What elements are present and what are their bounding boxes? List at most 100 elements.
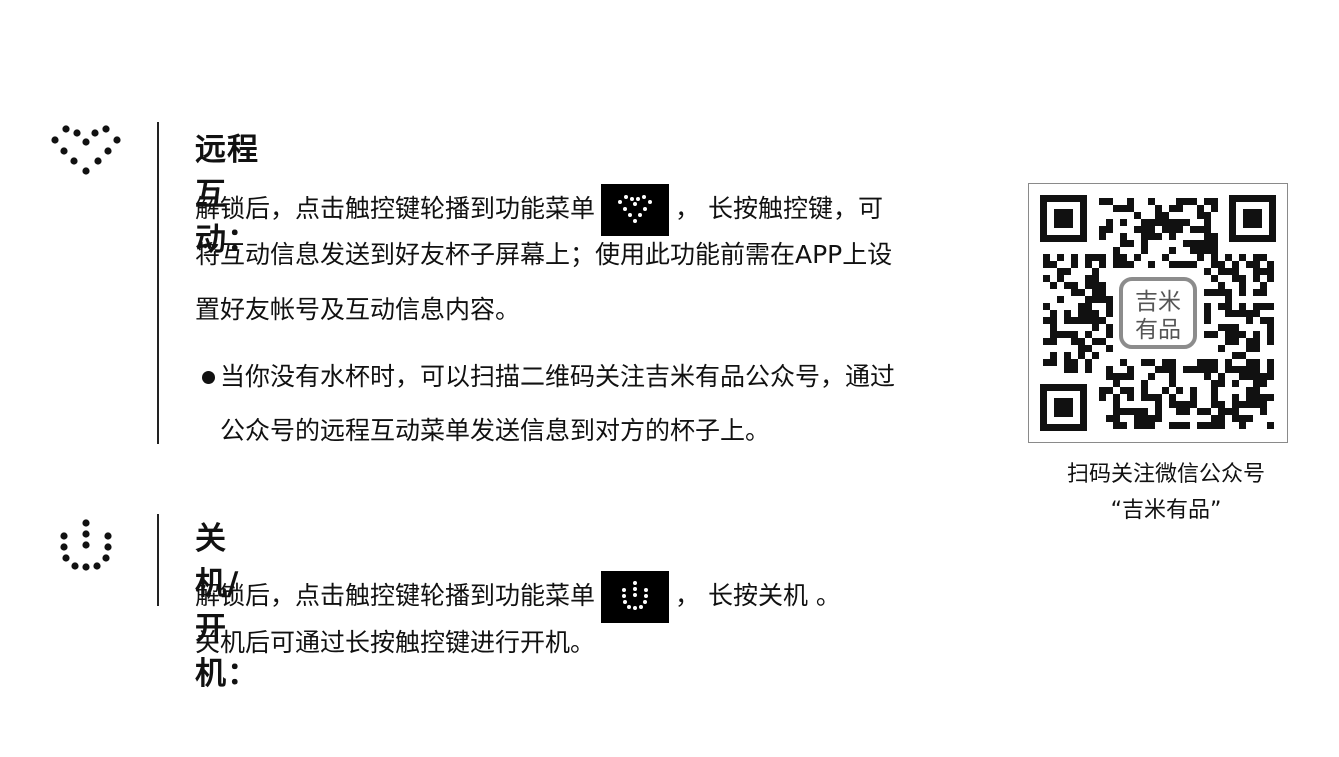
qr-module: [1253, 303, 1260, 310]
qr-module: [1141, 394, 1148, 401]
qr-module: [1267, 275, 1274, 282]
qr-module: [1106, 310, 1113, 317]
qr-module: [1239, 331, 1246, 338]
qr-module: [1064, 268, 1071, 275]
qr-module: [1162, 366, 1169, 373]
power-dots-icon: [60, 519, 112, 571]
qr-module: [1127, 394, 1134, 401]
qr-module: [1183, 401, 1190, 408]
qr-module: [1099, 387, 1106, 394]
qr-module: [1183, 366, 1190, 373]
qr-module: [1211, 359, 1218, 366]
qr-module: [1246, 415, 1253, 422]
qr-code-pattern: 吉米 有品: [1040, 195, 1276, 431]
qr-module: [1148, 422, 1155, 429]
qr-module: [1225, 331, 1232, 338]
qr-module: [1204, 359, 1211, 366]
heart-dots-icon: [51, 125, 121, 175]
qr-module: [1043, 359, 1050, 366]
qr-module: [1043, 261, 1050, 268]
qr-module: [1085, 345, 1092, 352]
section-divider: [157, 122, 159, 444]
qr-module: [1155, 401, 1162, 408]
qr-module: [1218, 422, 1225, 429]
qr-module: [1085, 296, 1092, 303]
qr-module: [1253, 310, 1260, 317]
qr-module: [1148, 373, 1155, 380]
qr-module: [1120, 373, 1127, 380]
qr-module: [1169, 373, 1176, 380]
qr-module: [1183, 408, 1190, 415]
qr-module: [1099, 233, 1106, 240]
qr-module: [1106, 198, 1113, 205]
qr-module: [1155, 415, 1162, 422]
qr-module: [1225, 289, 1232, 296]
qr-module: [1071, 331, 1078, 338]
qr-module: [1099, 338, 1106, 345]
qr-caption-line-2: “吉米有品”: [1110, 498, 1222, 523]
qr-module: [1050, 317, 1057, 324]
qr-module: [1148, 198, 1155, 205]
qr-module: [1211, 401, 1218, 408]
qr-module: [1092, 324, 1099, 331]
qr-module: [1120, 240, 1127, 247]
qr-module: [1183, 219, 1190, 226]
qr-module: [1239, 366, 1246, 373]
qr-module: [1134, 212, 1141, 219]
qr-module: [1218, 415, 1225, 422]
qr-module: [1085, 331, 1092, 338]
qr-module: [1267, 303, 1274, 310]
qr-module: [1148, 233, 1155, 240]
qr-module: [1197, 212, 1204, 219]
qr-module: [1260, 373, 1267, 380]
qr-module: [1246, 338, 1253, 345]
qr-module: [1141, 226, 1148, 233]
qr-module: [1211, 198, 1218, 205]
qr-module: [1239, 310, 1246, 317]
qr-module: [1169, 205, 1176, 212]
qr-module: [1225, 366, 1232, 373]
qr-module: [1267, 331, 1274, 338]
qr-module: [1267, 268, 1274, 275]
qr-module: [1204, 331, 1211, 338]
qr-module: [1197, 254, 1204, 261]
qr-module: [1253, 268, 1260, 275]
qr-module: [1225, 338, 1232, 345]
qr-module: [1148, 415, 1155, 422]
qr-module: [1092, 289, 1099, 296]
qr-module: [1253, 380, 1260, 387]
qr-module: [1232, 394, 1239, 401]
qr-module: [1162, 387, 1169, 394]
qr-module: [1204, 219, 1211, 226]
qr-module: [1099, 254, 1106, 261]
qr-module: [1204, 373, 1211, 380]
qr-module: [1050, 338, 1057, 345]
qr-module: [1043, 275, 1050, 282]
qr-module: [1127, 366, 1134, 373]
qr-module: [1064, 310, 1071, 317]
qr-caption-line-1: 扫码关注微信公众号: [1066, 462, 1265, 487]
qr-module: [1211, 240, 1218, 247]
qr-module: [1218, 380, 1225, 387]
qr-module: [1155, 212, 1162, 219]
qr-module: [1169, 226, 1176, 233]
qr-module: [1064, 282, 1071, 289]
heart-dots-icon: [618, 195, 653, 223]
qr-module: [1064, 352, 1071, 359]
qr-module: [1204, 233, 1211, 240]
qr-module: [1232, 261, 1239, 268]
power-line-1: 解锁后，点击触控键轮播到功能菜单 ， 长按关机 。: [195, 571, 841, 623]
qr-module: [1099, 198, 1106, 205]
qr-module: [1239, 254, 1246, 261]
qr-module: [1183, 240, 1190, 247]
qr-code[interactable]: 吉米 有品: [1028, 183, 1288, 443]
qr-module: [1071, 359, 1078, 366]
qr-module: [1197, 359, 1204, 366]
qr-module: [1043, 254, 1050, 261]
qr-module: [1239, 422, 1246, 429]
qr-module: [1239, 289, 1246, 296]
qr-module: [1225, 296, 1232, 303]
qr-module: [1176, 408, 1183, 415]
qr-module: [1218, 282, 1225, 289]
qr-module: [1071, 366, 1078, 373]
